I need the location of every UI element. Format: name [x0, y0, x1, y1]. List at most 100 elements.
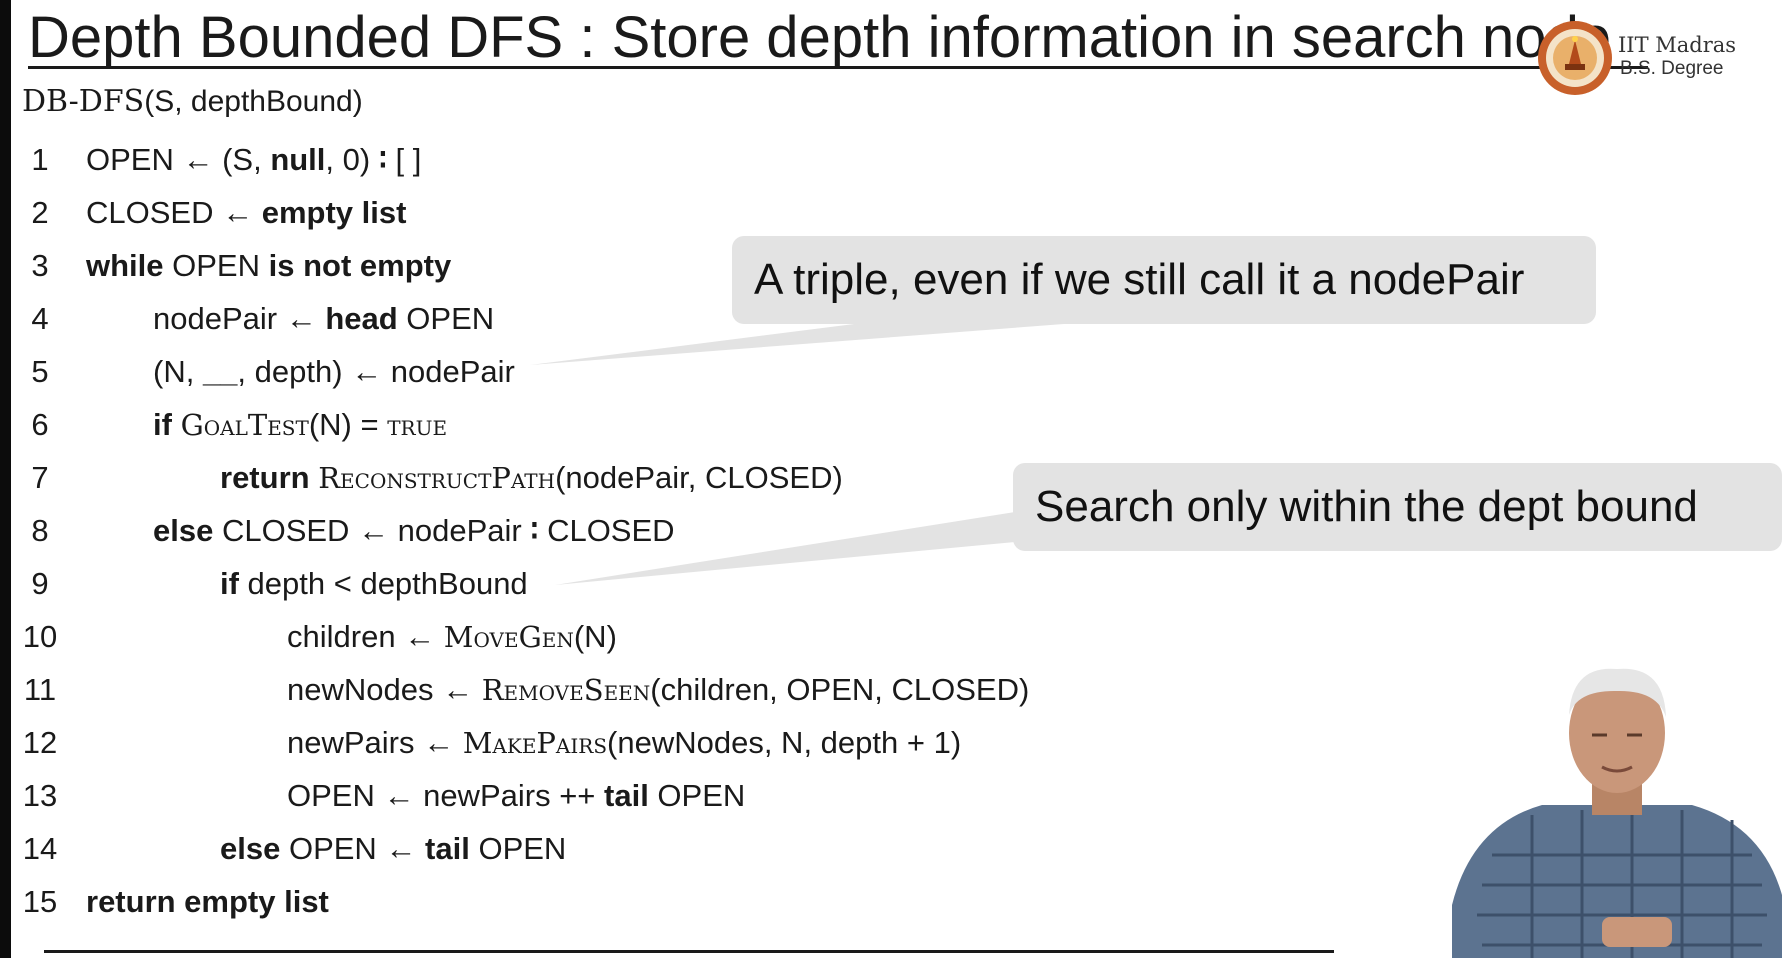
keyword: ∶	[378, 142, 387, 177]
function-name: MoveGen	[443, 620, 574, 654]
code-line: 13 OPEN ← newPairs ++ tail OPEN	[0, 771, 1100, 821]
line-number: 14	[22, 831, 58, 866]
line-number: 6	[31, 407, 49, 442]
code-text: (N)	[573, 619, 617, 654]
code-line: 9 if depth < depthBound	[0, 559, 1100, 609]
code-line: 12 newPairs ← MakePairs(newNodes, N, dept…	[0, 718, 1100, 768]
line-code: OPEN ← newPairs ++ tail OPEN	[287, 771, 745, 821]
line-number: 2	[31, 195, 49, 230]
code-text: nodePair ←	[153, 301, 326, 336]
line-number: 12	[22, 725, 58, 760]
code-text: (newNodes, N, depth + 1)	[607, 725, 962, 760]
keyword: tail	[604, 778, 649, 813]
line-code: if GoalTest(N) = true	[153, 400, 447, 450]
code-text: OPEN	[163, 248, 269, 283]
code-line: 7 return ReconstructPath(nodePair, CLOSED…	[0, 453, 1100, 503]
line-code: while OPEN is not empty	[86, 241, 451, 291]
line-number: 4	[31, 301, 49, 336]
line-number: 9	[31, 566, 49, 601]
code-text: , depth) ← nodePair	[237, 354, 515, 389]
line-code: else CLOSED ← nodePair ∶ CLOSED	[153, 506, 675, 556]
title-underline	[28, 66, 1648, 69]
line-number: 15	[22, 884, 58, 919]
keyword: head	[325, 301, 398, 336]
line-code: children ← MoveGen(N)	[287, 612, 617, 662]
code-text: OPEN ←	[280, 831, 426, 866]
logo-text-degree: B.S. Degree	[1620, 58, 1724, 79]
code-text: children ←	[287, 619, 444, 654]
logo-text-institute: IIT Madras	[1618, 33, 1737, 57]
keyword: while	[86, 248, 164, 283]
code-line: 15 return empty list	[0, 877, 1100, 927]
function-name: ReconstructPath	[318, 461, 556, 495]
code-text: OPEN ← (S,	[86, 142, 271, 177]
function-name: MakePairs	[462, 726, 608, 760]
keyword: null	[270, 142, 326, 177]
callout-triple-text: A triple, even if we still call it a nod…	[754, 255, 1525, 304]
code-line: 5 (N, __, depth) ← nodePair	[0, 347, 1100, 397]
callout-triple: A triple, even if we still call it a nod…	[732, 236, 1596, 324]
code-text: CLOSED ←	[86, 195, 262, 230]
line-code: newNodes ← RemoveSeen(children, OPEN, CL…	[287, 665, 1029, 715]
line-code: else OPEN ← tail OPEN	[220, 824, 566, 874]
code-text	[310, 460, 319, 495]
function-name: RemoveSeen	[481, 673, 651, 707]
code-line: 10 children ← MoveGen(N)	[0, 612, 1100, 662]
code-text: [ ]	[386, 142, 422, 177]
line-code: return empty list	[86, 877, 329, 927]
code-line: 4 nodePair ← head OPEN	[0, 294, 1100, 344]
code-text	[172, 407, 181, 442]
keyword: else	[220, 831, 281, 866]
code-text: OPEN	[648, 778, 746, 813]
code-text: (children, OPEN, CLOSED)	[650, 672, 1030, 707]
code-line: 8 else CLOSED ← nodePair ∶ CLOSED	[0, 506, 1100, 556]
line-number: 1	[31, 142, 49, 177]
keyword: return empty list	[86, 884, 329, 919]
code-text: newNodes ←	[287, 672, 482, 707]
code-text: CLOSED ← nodePair	[213, 513, 531, 548]
algorithm-name: DB-DFS	[22, 84, 145, 119]
line-number: 7	[31, 460, 49, 495]
algorithm-signature: DB-DFS(S, depthBound)	[22, 84, 363, 119]
code-line: 11 newNodes ← RemoveSeen(children, OPEN, …	[0, 665, 1100, 715]
code-line: 3 while OPEN is not empty	[0, 241, 1100, 291]
keyword: ∶	[530, 513, 539, 548]
slide-title: Depth Bounded DFS : Store depth informat…	[28, 5, 1612, 70]
line-number: 10	[22, 619, 58, 654]
function-name: GoalTest	[180, 408, 309, 442]
line-code: newPairs ← MakePairs(newNodes, N, depth …	[287, 718, 961, 768]
line-number: 11	[23, 672, 57, 707]
code-text: (N) =	[308, 407, 388, 442]
code-line: 6 if GoalTest(N) = true	[0, 400, 1100, 450]
code-text: (nodePair, CLOSED)	[555, 460, 843, 495]
bottom-rule	[44, 950, 1334, 953]
line-code: (N, __, depth) ← nodePair	[153, 347, 515, 397]
keyword: if	[153, 407, 172, 442]
line-number: 5	[31, 354, 49, 389]
line-code: return ReconstructPath(nodePair, CLOSED)	[220, 453, 843, 503]
keyword: tail	[425, 831, 470, 866]
line-number: 3	[31, 248, 49, 283]
keyword: else	[153, 513, 214, 548]
line-number: 13	[22, 778, 58, 813]
code-text: CLOSED	[538, 513, 675, 548]
algorithm-args: (S, depthBound)	[144, 85, 363, 118]
keyword: empty list	[261, 195, 407, 230]
function-name: true	[387, 408, 448, 442]
callout-bound-text: Search only within the dept bound	[1035, 482, 1698, 531]
callout-bound: Search only within the dept bound	[1013, 463, 1782, 551]
code-text: OPEN	[397, 301, 495, 336]
keyword: return	[220, 460, 310, 495]
keyword: if	[220, 566, 239, 601]
line-code: CLOSED ← empty list	[86, 188, 406, 238]
code-text: depth < depthBound	[238, 566, 528, 601]
line-code: nodePair ← head OPEN	[153, 294, 494, 344]
keyword: __	[202, 354, 238, 389]
code-line: 14 else OPEN ← tail OPEN	[0, 824, 1100, 874]
presenter-video-figure	[1452, 668, 1782, 958]
left-edge-bar	[0, 0, 11, 958]
code-text: OPEN ← newPairs ++	[287, 778, 605, 813]
iit-madras-logo-icon	[1538, 21, 1612, 95]
line-number: 8	[31, 513, 49, 548]
